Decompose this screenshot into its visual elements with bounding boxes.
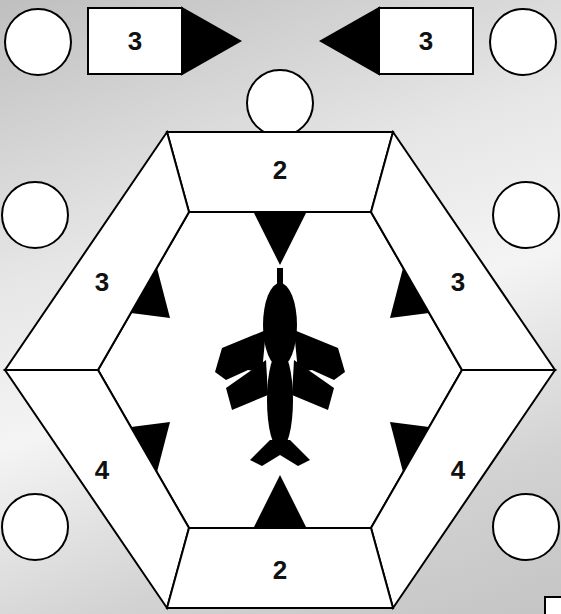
range-number: 3 xyxy=(95,269,109,295)
shape-fill xyxy=(167,528,393,608)
range-band: 3 xyxy=(5,132,189,370)
range-number: 2 xyxy=(273,157,287,183)
number-box: 3 xyxy=(379,8,473,74)
range-number: 3 xyxy=(419,28,433,54)
shape-fill xyxy=(379,8,473,74)
range-band: 2 xyxy=(167,132,393,212)
shape-fill xyxy=(5,370,189,608)
range-band: 3 xyxy=(371,132,555,370)
number-box: 3 xyxy=(88,8,182,74)
shape-fill xyxy=(88,8,182,74)
shape-outline xyxy=(5,132,189,370)
shape-outline xyxy=(371,132,555,370)
shape-outline xyxy=(371,370,555,608)
arrow-triangle xyxy=(321,8,379,74)
range-number: 4 xyxy=(451,457,465,483)
range-number: 4 xyxy=(95,457,109,483)
range-band: 4 xyxy=(5,370,189,608)
range-number: 2 xyxy=(273,557,287,583)
shape-fill xyxy=(167,132,393,212)
range-band: 2 xyxy=(167,528,393,608)
facing-triangle xyxy=(254,475,306,527)
arrow-triangle xyxy=(182,8,240,74)
shape-outline xyxy=(5,370,189,608)
aircraft-silhouette xyxy=(215,268,345,466)
facing-triangle xyxy=(254,213,306,265)
range-number: 3 xyxy=(128,28,142,54)
range-number: 3 xyxy=(451,269,465,295)
shape-fill xyxy=(371,370,555,608)
corner-box xyxy=(545,597,561,614)
range-band: 4 xyxy=(371,370,555,608)
shape-fill xyxy=(371,132,555,370)
shape-fill xyxy=(5,132,189,370)
